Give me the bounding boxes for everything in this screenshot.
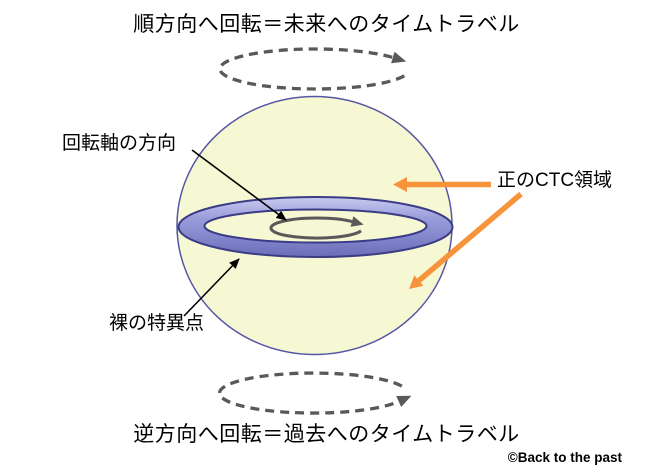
bottom-rotation-dashed-ellipse (217, 371, 403, 415)
naked-singularity-arrow (183, 258, 240, 317)
ctc-arrow-upper-head-icon (393, 177, 407, 192)
title-forward-rotation: 順方向へ回転＝未来へのタイムトラベル (133, 13, 520, 36)
top-rotation-arrowhead-icon (391, 51, 407, 64)
label-rotation-axis: 回転軸の方向 (62, 133, 177, 154)
ring-rotation-arc (269, 216, 362, 240)
credit-text: ©Back to the past (507, 450, 622, 465)
ring-rotation-arrowhead-icon (350, 216, 364, 227)
rotation-axis-arrow (191, 149, 287, 221)
title-reverse-rotation: 逆方向へ回転＝過去へのタイムトラベル (133, 423, 520, 446)
ctc-arrow-lower-head-icon (409, 275, 424, 289)
top-rotation-dashed-ellipse (218, 47, 406, 91)
ctc-ring (177, 196, 454, 258)
label-naked-singularity: 裸の特異点 (109, 313, 205, 334)
ctc-region-arrows (393, 177, 523, 289)
ctc-arrow-lower (417, 191, 523, 283)
label-ctc-region: 正のCTC領域 (497, 170, 613, 191)
sphere (176, 95, 453, 356)
bottom-rotation-arrowhead-icon (396, 395, 412, 407)
